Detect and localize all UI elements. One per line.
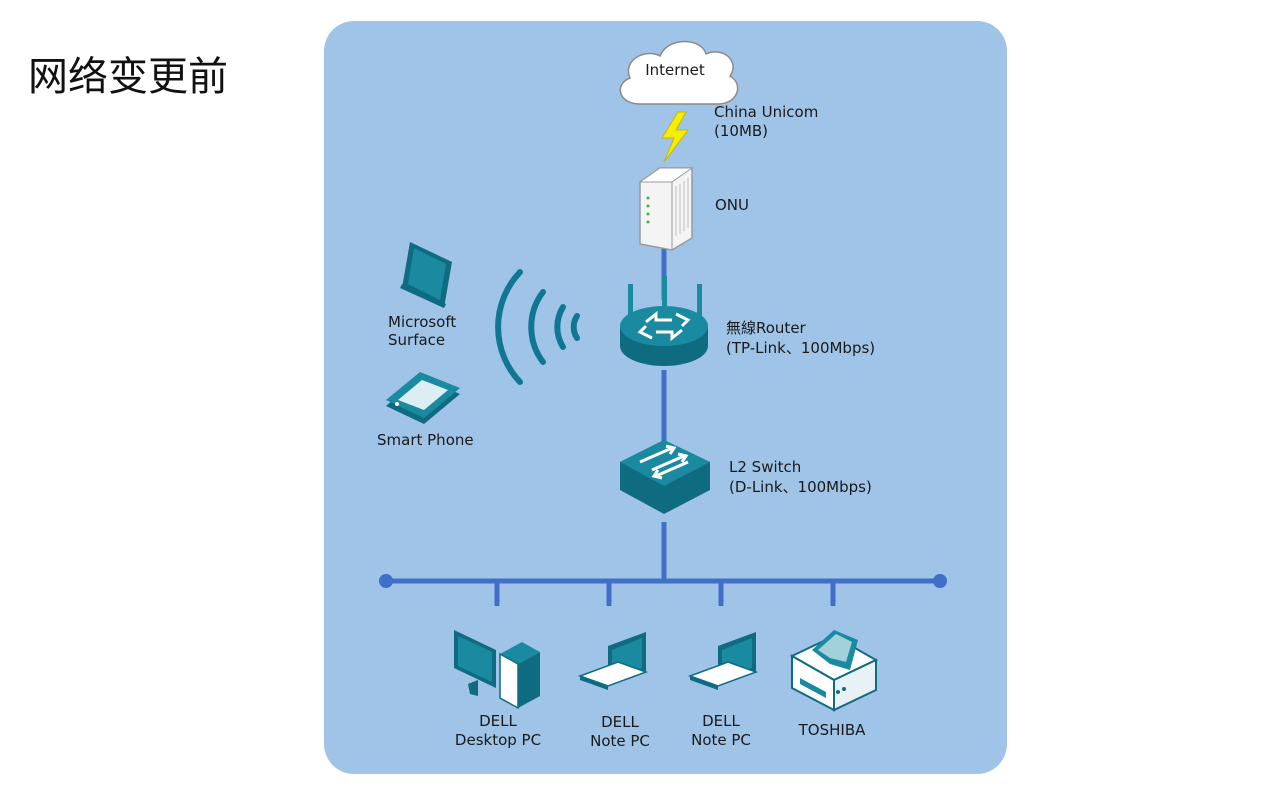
switch-spec-label: (D-Link、100Mbps)	[729, 478, 872, 496]
internet-label: Internet	[645, 61, 705, 79]
lightning-bolt-icon	[661, 111, 689, 163]
desktop-label-line2: Desktop PC	[455, 731, 541, 749]
page-title: 网络变更前	[28, 54, 228, 100]
smartphone-icon	[386, 372, 460, 424]
isp-name-label: China Unicom	[714, 103, 818, 121]
printer-icon	[789, 630, 879, 712]
wireless-router-icon	[620, 276, 708, 366]
smartphone-label: Smart Phone	[377, 431, 474, 449]
laptop-icon-2	[687, 632, 759, 690]
bus-endpoint-right	[933, 574, 947, 588]
wireless-signal-icon	[495, 269, 580, 385]
desktop-label-line1: DELL	[479, 712, 517, 730]
switch-name-label: L2 Switch	[729, 458, 801, 476]
note2-label-line2: Note PC	[691, 731, 751, 749]
tablet-surface-icon	[400, 242, 452, 308]
router-spec-label: (TP-Link、100Mbps)	[726, 339, 875, 357]
router-name-label: 無線Router	[726, 319, 807, 337]
laptop-icon-1	[577, 632, 649, 690]
surface-label-line1: Microsoft	[388, 313, 456, 331]
onu-label: ONU	[715, 196, 749, 214]
desktop-pc-icon	[454, 630, 540, 710]
isp-speed-label: (10MB)	[714, 122, 768, 140]
surface-label-line2: Surface	[388, 331, 445, 349]
l2-switch-icon	[620, 440, 710, 514]
internet-cloud-icon	[619, 40, 739, 105]
onu-device-icon	[638, 167, 694, 251]
printer-label: TOSHIBA	[798, 721, 866, 739]
note2-label-line1: DELL	[702, 712, 740, 730]
note1-label-line2: Note PC	[590, 732, 650, 750]
bus-endpoint-left	[379, 574, 393, 588]
note1-label-line1: DELL	[601, 713, 639, 731]
